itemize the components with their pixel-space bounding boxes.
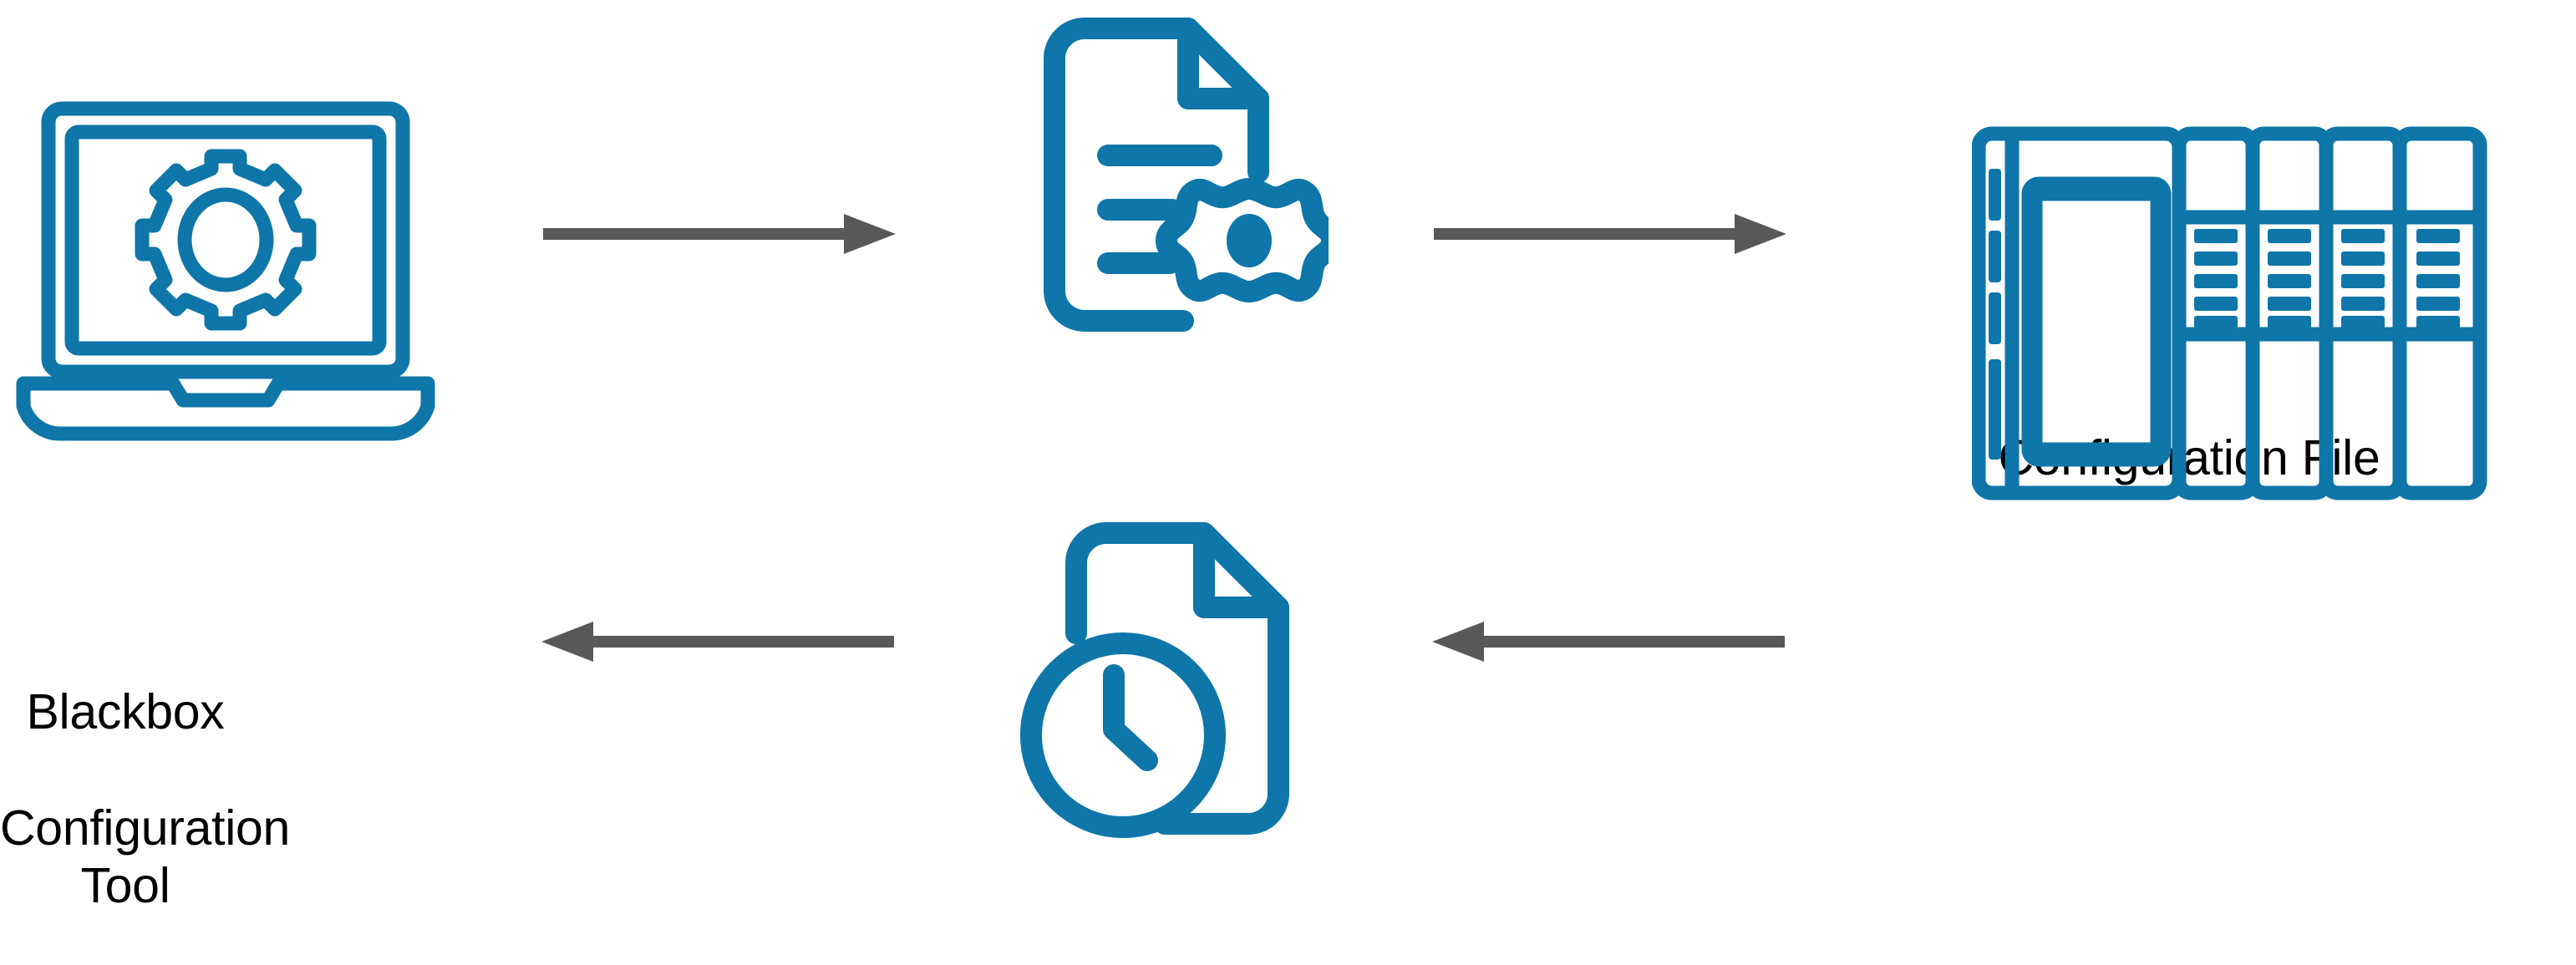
laptop-with-gear-icon bbox=[0, 100, 468, 451]
node-log-file[interactable]: Log file bbox=[1001, 510, 1335, 869]
arrow-config-to-plc bbox=[1425, 211, 1793, 257]
document-with-gear-icon bbox=[1028, 7, 1329, 358]
plc-rack-icon bbox=[1972, 117, 2490, 510]
document-with-clock-icon bbox=[1001, 510, 1335, 869]
node-configuration-file[interactable]: Configuration File bbox=[1028, 7, 2380, 485]
label-line: Blackbox bbox=[26, 683, 225, 739]
node-blackbox-configuration-tool[interactable]: Blackbox Configuration Tool bbox=[0, 100, 468, 913]
node-blackbox-configuration-tool-label: Blackbox Configuration Tool bbox=[0, 625, 291, 965]
node-standby-plc[interactable]: Standby PLC (Standby Distributed Control… bbox=[1972, 117, 2490, 510]
label-line: Configuration Tool bbox=[0, 800, 291, 914]
arrow-log-to-tool bbox=[535, 618, 902, 665]
arrow-tool-to-config bbox=[535, 211, 902, 257]
arrow-plc-to-log bbox=[1425, 618, 1793, 665]
